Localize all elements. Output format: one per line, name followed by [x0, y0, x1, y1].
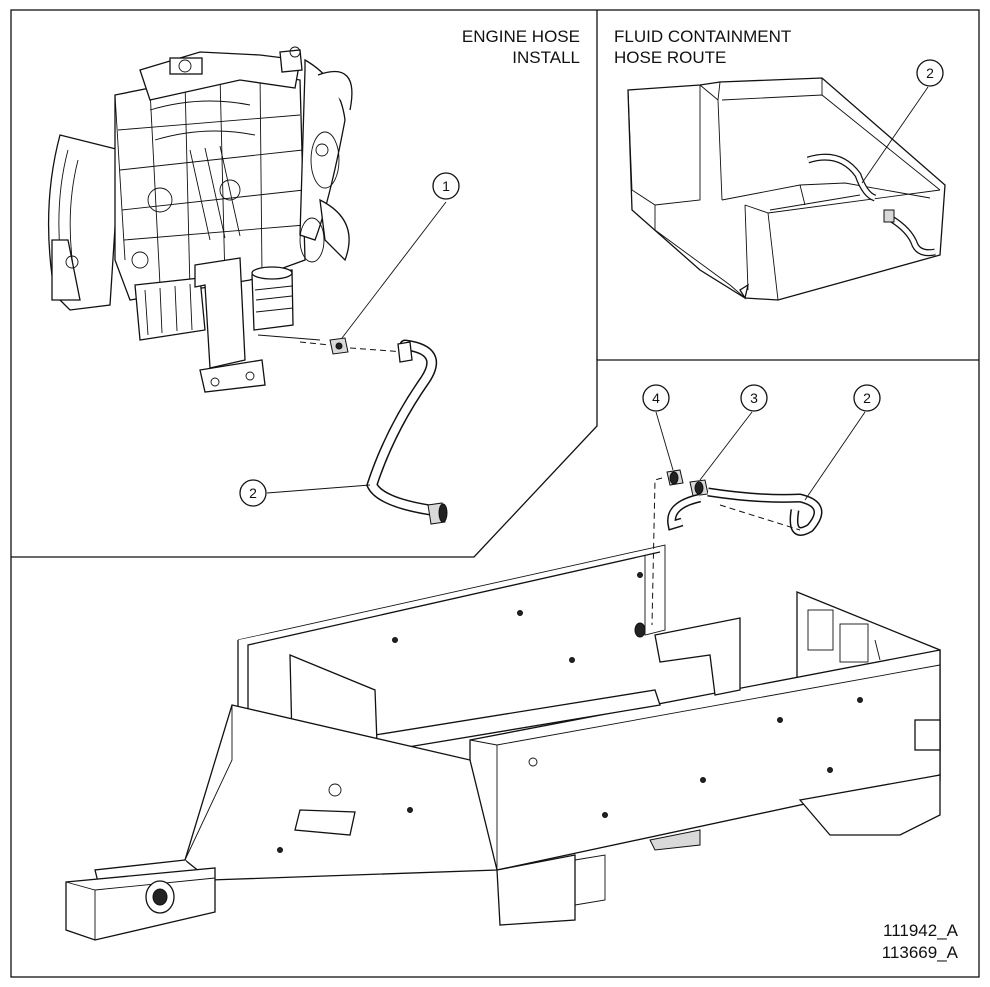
svg-text:2: 2 — [926, 65, 934, 81]
frame-hose-parts — [651, 469, 823, 626]
svg-text:2: 2 — [249, 485, 257, 501]
engine-hose-assembly — [299, 337, 448, 525]
containment-panel-title-1: FLUID CONTAINMENT — [614, 27, 791, 46]
callout-engine-hose: 2 — [239, 479, 371, 507]
outer-border — [10, 9, 980, 978]
engine-panel-title-2: INSTALL — [512, 48, 580, 67]
callout-containment-hose: 2 — [861, 59, 944, 184]
containment-hose — [806, 153, 936, 257]
containment-tray-illustration — [627, 77, 946, 301]
drawing-number-2: 113669_A — [882, 943, 959, 962]
engine-illustration — [47, 46, 353, 393]
svg-text:4: 4 — [652, 390, 660, 406]
drawing-number-1: 111942_A — [883, 921, 959, 940]
svg-text:1: 1 — [442, 178, 450, 194]
callout-frame-hose: 2 — [804, 384, 881, 501]
containment-panel-title-2: HOSE ROUTE — [614, 48, 726, 67]
callout-frame-cap: 4 — [642, 384, 674, 471]
callout-engine-fitting: 1 — [341, 172, 460, 339]
svg-text:2: 2 — [863, 390, 871, 406]
svg-text:3: 3 — [750, 390, 758, 406]
panel-divider — [11, 359, 979, 558]
callout-frame-adapter: 3 — [699, 384, 768, 481]
trailer-frame-illustration — [65, 544, 941, 941]
engine-panel-title-1: ENGINE HOSE — [462, 27, 580, 46]
